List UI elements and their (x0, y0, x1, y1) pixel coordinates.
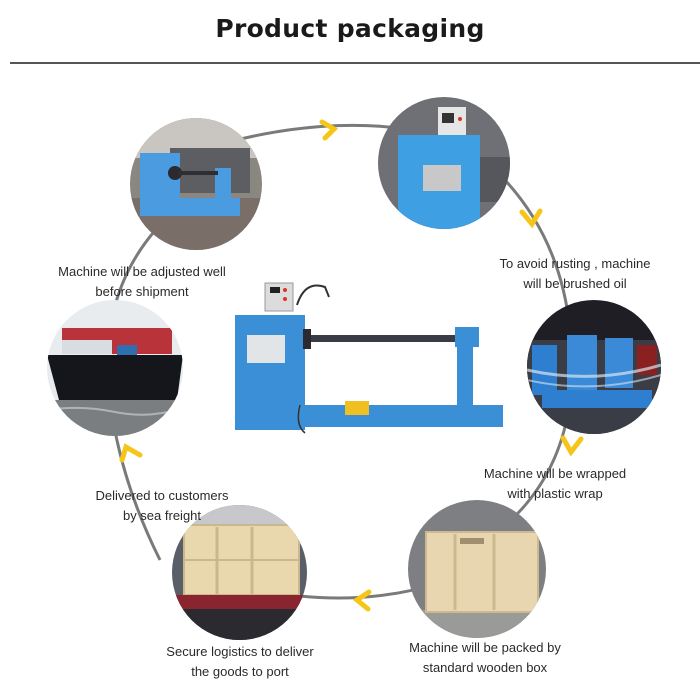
caption-line: with plastic wrap (507, 486, 603, 501)
chevron-arrow-icon (119, 443, 143, 463)
caption-oil: To avoid rusting , machine will be brush… (480, 254, 670, 294)
photo-wrapped-machine (527, 300, 661, 434)
caption-line: before shipment (95, 284, 189, 299)
chevron-arrow-icon (519, 208, 543, 229)
caption-wrap: Machine will be wrapped with plastic wra… (470, 464, 640, 504)
photo-oil-machine (378, 97, 510, 229)
caption-logistics: Secure logistics to deliver the goods to… (150, 642, 330, 682)
caption-adjust: Machine will be adjusted well before shi… (42, 262, 242, 302)
chevron-arrow-icon (319, 119, 339, 141)
page-title: Product packaging (215, 14, 485, 43)
caption-box: Machine will be packed by standard woode… (400, 638, 570, 678)
chevron-arrow-icon (352, 589, 372, 612)
title-divider (10, 62, 700, 64)
caption-line: Machine will be adjusted well (58, 264, 226, 279)
caption-line: Delivered to customers (95, 488, 229, 503)
caption-line: To avoid rusting , machine (499, 256, 651, 271)
caption-sea: Delivered to customers by sea freight (82, 486, 242, 526)
center-product-image (225, 275, 510, 440)
photo-adjust-machine (130, 118, 262, 250)
caption-line: the goods to port (191, 664, 289, 679)
chevron-arrow-icon (560, 435, 584, 457)
photo-container-ship (47, 300, 183, 436)
caption-line: will be brushed oil (523, 276, 627, 291)
caption-line: standard wooden box (422, 660, 548, 675)
caption-line: Machine will be wrapped (483, 466, 627, 481)
caption-line: Machine will be packed by (409, 640, 561, 655)
photo-wooden-box (408, 500, 546, 638)
caption-line: Secure logistics to deliver (166, 644, 314, 659)
caption-line: by sea freight (122, 508, 202, 523)
